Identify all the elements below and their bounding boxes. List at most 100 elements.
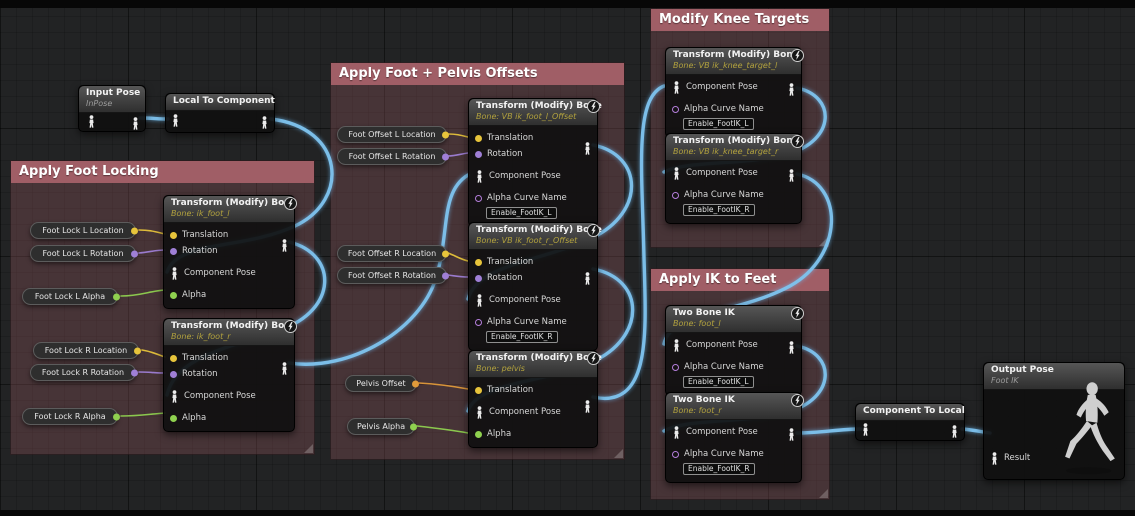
translation-pin[interactable] <box>475 134 482 142</box>
curve-name-input[interactable]: Enable_FootIK_L <box>486 207 557 219</box>
alpha-curve-name-pin[interactable] <box>672 105 679 113</box>
curve-name-input[interactable]: Enable_FootIK_R <box>683 463 755 475</box>
pill-foot-lock-r-alpha[interactable]: Foot Lock R Alpha <box>22 408 120 425</box>
node-output-pose[interactable]: Output Pose Foot IK Result <box>983 362 1125 480</box>
pill-foot-lock-l-rotation[interactable]: Foot Lock L Rotation <box>30 245 138 262</box>
pill-foot-lock-r-location[interactable]: Foot Lock R Location <box>33 342 141 359</box>
node-transform-modify-bone-vb-ik-foot-l-offset[interactable]: Transform (Modify) Bone Bone: VB ik_foot… <box>468 98 602 227</box>
pose-output-pin[interactable] <box>260 114 269 133</box>
pill-pelvis-alpha[interactable]: Pelvis Alpha <box>347 418 417 435</box>
node-transform-modify-bone-pelvis[interactable]: Transform (Modify) Bone Bone: pelvis Tra… <box>468 350 602 448</box>
comment-title[interactable]: Apply Foot Locking <box>11 161 314 183</box>
node-header[interactable]: Transform (Modify) Bone Bone: ik_foot_r <box>164 319 297 346</box>
pose-output-pin[interactable] <box>787 81 796 100</box>
float-output-pin[interactable] <box>113 413 120 420</box>
node-transform-modify-bone-vb-ik-knee-target-r[interactable]: Transform (Modify) Bone Bone: VB ik_knee… <box>665 133 804 224</box>
pill-foot-offset-l-rotation[interactable]: Foot Offset L Rotation <box>337 148 449 165</box>
alpha-pin[interactable] <box>170 291 177 299</box>
pill-pelvis-offset[interactable]: Pelvis Offset <box>345 375 419 392</box>
node-transform-modify-bone-ik-foot-r[interactable]: Transform (Modify) Bone Bone: ik_foot_r … <box>163 318 297 432</box>
pose-output-pin[interactable] <box>280 360 289 379</box>
rotator-output-pin[interactable] <box>131 369 138 376</box>
pill-foot-lock-l-alpha[interactable]: Foot Lock L Alpha <box>22 288 120 305</box>
pill-foot-offset-l-location[interactable]: Foot Offset L Location <box>337 126 449 143</box>
pose-input-pin[interactable] <box>861 423 870 436</box>
vector-output-pin[interactable] <box>442 131 449 138</box>
node-input-pose[interactable]: Input Pose InPose <box>78 85 146 132</box>
rotator-output-pin[interactable] <box>442 153 449 160</box>
rotation-pin[interactable] <box>170 370 177 378</box>
vector-output-pin[interactable] <box>412 380 419 387</box>
rotation-pin[interactable] <box>170 247 177 255</box>
translation-pin[interactable] <box>170 354 177 362</box>
float-output-pin[interactable] <box>410 423 417 430</box>
node-header[interactable]: Transform (Modify) Bone Bone: VB ik_knee… <box>666 134 801 161</box>
node-header[interactable]: Local To Component <box>166 94 275 111</box>
node-header[interactable]: Input Pose InPose <box>79 86 145 113</box>
pose-output-pin[interactable] <box>583 398 592 417</box>
component-pose-pin[interactable] <box>170 390 179 403</box>
pose-output-pin[interactable] <box>583 140 592 159</box>
rotator-output-pin[interactable] <box>442 272 449 279</box>
component-pose-pin[interactable] <box>672 81 681 94</box>
pose-output-pin[interactable] <box>280 237 289 256</box>
pill-foot-offset-r-location[interactable]: Foot Offset R Location <box>337 245 449 262</box>
pose-output-pin[interactable] <box>787 339 796 358</box>
pose-output-pin[interactable] <box>787 167 796 186</box>
node-header[interactable]: Output Pose Foot IK <box>984 363 1124 390</box>
node-header[interactable]: Transform (Modify) Bone Bone: pelvis <box>469 351 602 378</box>
vector-output-pin[interactable] <box>134 347 141 354</box>
pose-output-pin[interactable] <box>583 270 592 289</box>
alpha-curve-name-pin[interactable] <box>672 191 679 199</box>
pose-output-pin[interactable] <box>131 115 140 134</box>
translation-pin[interactable] <box>170 231 177 239</box>
rotator-output-pin[interactable] <box>131 250 138 257</box>
alpha-curve-name-pin[interactable] <box>672 450 679 458</box>
component-pose-pin[interactable] <box>475 170 484 183</box>
node-two-bone-ik-foot-r[interactable]: Two Bone IK Bone: foot_r Component Pose … <box>665 392 804 483</box>
rotation-pin[interactable] <box>475 274 482 282</box>
curve-name-input[interactable]: Enable_FootIK_R <box>486 331 558 343</box>
float-output-pin[interactable] <box>113 293 120 300</box>
component-pose-pin[interactable] <box>475 406 484 419</box>
alpha-pin[interactable] <box>475 430 482 438</box>
node-two-bone-ik-foot-l[interactable]: Two Bone IK Bone: foot_l Component Pose … <box>665 305 804 396</box>
pill-foot-lock-r-rotation[interactable]: Foot Lock R Rotation <box>30 364 138 381</box>
vector-output-pin[interactable] <box>131 227 138 234</box>
component-pose-pin[interactable] <box>475 294 484 307</box>
node-local-to-component[interactable]: Local To Component <box>165 93 275 133</box>
rotation-pin[interactable] <box>475 150 482 158</box>
node-header[interactable]: Transform (Modify) Bone Bone: VB ik_knee… <box>666 48 801 75</box>
curve-name-input[interactable]: Enable_FootIK_L <box>683 118 754 130</box>
translation-pin[interactable] <box>475 386 482 394</box>
alpha-pin[interactable] <box>170 414 177 422</box>
component-pose-pin[interactable] <box>672 167 681 180</box>
curve-name-input[interactable]: Enable_FootIK_R <box>683 204 755 216</box>
node-header[interactable]: Two Bone IK Bone: foot_l <box>666 306 801 333</box>
pose-input-pin[interactable] <box>171 114 180 127</box>
component-pose-pin[interactable] <box>170 267 179 280</box>
component-pose-pin[interactable] <box>672 339 681 352</box>
node-transform-modify-bone-vb-ik-knee-target-l[interactable]: Transform (Modify) Bone Bone: VB ik_knee… <box>665 47 804 138</box>
node-component-to-local[interactable]: Component To Local <box>855 403 965 441</box>
pill-foot-lock-l-location[interactable]: Foot Lock L Location <box>30 222 138 239</box>
pose-output-pin[interactable] <box>950 423 959 442</box>
node-header[interactable]: Component To Local <box>856 404 965 421</box>
curve-name-input[interactable]: Enable_FootIK_L <box>683 376 754 388</box>
node-transform-modify-bone-ik-foot-l[interactable]: Transform (Modify) Bone Bone: ik_foot_l … <box>163 195 297 309</box>
comment-title[interactable]: Apply Foot + Pelvis Offsets <box>331 63 624 85</box>
pill-foot-offset-r-rotation[interactable]: Foot Offset R Rotation <box>337 267 449 284</box>
component-pose-pin[interactable] <box>672 426 681 439</box>
node-header[interactable]: Two Bone IK Bone: foot_r <box>666 393 801 420</box>
vector-output-pin[interactable] <box>442 250 449 257</box>
node-header[interactable]: Transform (Modify) Bone Bone: ik_foot_l <box>164 196 297 223</box>
pose-output-pin[interactable] <box>787 426 796 445</box>
alpha-curve-name-pin[interactable] <box>672 363 679 371</box>
node-header[interactable]: Transform (Modify) Bone Bone: VB ik_foot… <box>469 99 602 126</box>
node-transform-modify-bone-vb-ik-foot-r-offset[interactable]: Transform (Modify) Bone Bone: VB ik_foot… <box>468 222 602 351</box>
comment-title[interactable]: Apply IK to Feet <box>651 269 829 291</box>
node-header[interactable]: Transform (Modify) Bone Bone: VB ik_foot… <box>469 223 602 250</box>
result-pose-pin[interactable] <box>990 452 999 465</box>
alpha-curve-name-pin[interactable] <box>475 318 482 326</box>
translation-pin[interactable] <box>475 258 482 266</box>
